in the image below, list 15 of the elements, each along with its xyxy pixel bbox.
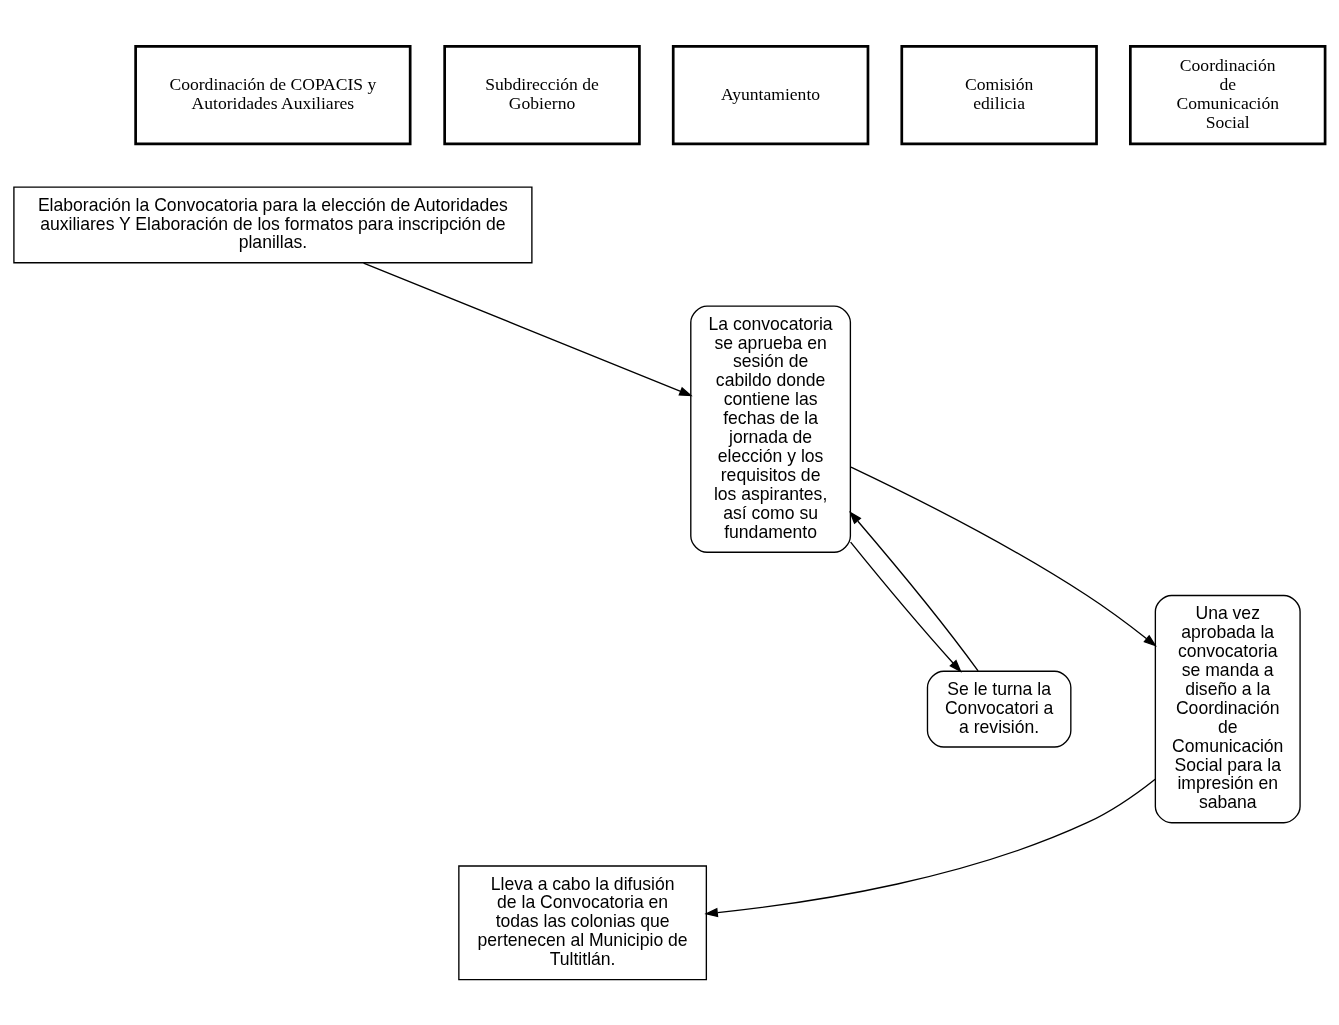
node-box: Coordinación de COPACIS y Autoridades Auxiliares xyxy=(134,44,412,145)
arrow xyxy=(850,465,1157,647)
node-box: Ayuntamiento xyxy=(671,44,870,145)
arrow xyxy=(849,510,979,672)
node-box: Se le turna la Convocatori a a revisión. xyxy=(926,670,1072,748)
node-box: Elaboración la Convocatoria para la elección de Autoridades auxiliares Y Elaboración de los formatos para inscripción de planillas. xyxy=(13,185,533,263)
node-box: Lleva a cabo la difusión de la Convocatoria en todas las colonias que pertenecen al Municipio de Tultitlán. xyxy=(458,864,708,980)
node-box: Coordinación de Comunicación Social xyxy=(1129,44,1327,145)
node-box: La convocatoria se aprueba en sesión de cabildo donde contiene las fechas de la jornada de elección y los requisitos de los aspirantes, así como su fundamento xyxy=(690,304,852,553)
node-box: Subdirección de Gobierno xyxy=(443,44,641,145)
arrow xyxy=(704,778,1156,917)
node-box: Una vez aprobada la convocatoria se manda a diseño a la Coordinación de Comunicación Social para la impresión en sabana xyxy=(1154,594,1301,823)
arrow xyxy=(849,540,962,673)
node-box: Comisión edilicia xyxy=(900,44,1098,145)
arrow xyxy=(362,261,693,396)
